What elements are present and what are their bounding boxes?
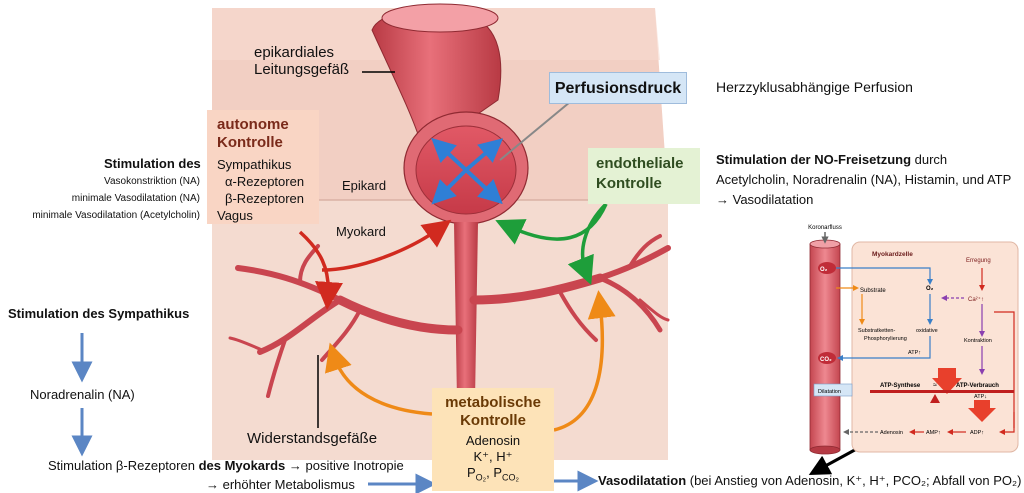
stim-line-2: minimale Vasodilatation (NA)	[71, 193, 200, 204]
myokard-label: Myokard	[336, 224, 386, 239]
beta-bold: des Myokards	[198, 458, 286, 473]
stimulation-list: Vasokonstriktion (NA) minimale Vasodilat…	[32, 173, 200, 224]
no-line-2: Acetylcholin, Noradrenalin (NA), Histami…	[716, 172, 1012, 187]
cycle-perfusion-label: Herzzyklusabhängige Perfusion	[716, 79, 913, 95]
stim-line-3: minimale Vasodilatation (Acetylcholin)	[32, 210, 200, 221]
endothelial-title-1: endotheliale	[596, 155, 684, 172]
inset-adenosin: Adenosin	[880, 430, 903, 436]
atp-synthesis-arrow	[932, 368, 962, 394]
autonomic-control-box: autonome Kontrolle Sympathikus α-Rezepto…	[207, 110, 319, 224]
p-sep: , P	[486, 465, 503, 480]
inset-o2-vessel: O₂	[820, 267, 828, 273]
inset-erregung: Erregung	[966, 258, 991, 264]
metabolic-control-box: metabolische Kontrolle Adenosin K⁺, H⁺ P…	[432, 388, 554, 491]
atp-consumption-arrow	[968, 400, 996, 422]
stim-line-1: Vasokonstriktion (NA)	[104, 176, 200, 187]
epicardial-label-line-1: epikardiales	[254, 44, 335, 61]
autonomic-title-1: autonome	[217, 116, 289, 133]
metabolic-arrows	[325, 290, 616, 432]
epicardial-label-line-2: Leitungsgefäß	[254, 61, 350, 78]
sympathikus-heading: Stimulation des Sympathikus	[8, 306, 190, 321]
inset-atp-up: ATP↑	[908, 350, 921, 356]
metabolic-line-pressures: PO₂, PCO₂	[440, 465, 546, 486]
o2-sub: O₂	[475, 472, 487, 483]
vasodilatation-line: Vasodilatation (bei Anstieg von Adenosin…	[598, 473, 1021, 489]
no-bold: Stimulation der NO-Freisetzung	[716, 152, 912, 167]
autonomic-arrows	[298, 219, 452, 310]
inset-co2: CO₂	[820, 357, 832, 363]
resistance-vessels-label: Widerstandsgefäße	[247, 430, 378, 447]
inset-kontraktion: Kontraktion	[964, 338, 992, 344]
vaso-bold: Vasodilatation	[598, 473, 687, 488]
autonomic-title-2: Kontrolle	[217, 134, 283, 151]
inset-amp: AMP↑	[926, 430, 941, 436]
epicardial-label: epikardiales Leitungsgefäß	[254, 44, 349, 78]
no-line-3: → Vasodilatation	[716, 192, 814, 207]
inset-o2-cell: O₂	[926, 286, 934, 292]
metabolic-title-2: Kontrolle	[460, 412, 526, 429]
inset-approx: ≈	[933, 382, 937, 389]
inset-adp: ADP↑	[970, 430, 984, 436]
autonomic-line-sympathikus: Sympathikus	[217, 157, 292, 172]
inset-atp-verbrauch: ATP-Verbrauch	[956, 383, 999, 389]
inset-substrate: Substrate	[860, 288, 886, 294]
myocyte-inset: Koronarfluss Myokardzelle Erregung O₂ O₂…	[808, 225, 1019, 455]
perfusion-pressure-box: Perfusionsdruck	[549, 72, 687, 104]
pressure-arrows	[431, 101, 571, 205]
autonomic-line-alpha: α-Rezeptoren	[225, 174, 305, 189]
inset-ca: Ca²⁺↑	[968, 296, 984, 303]
no-release-block: Stimulation der NO-Freisetzung durch Ace…	[716, 150, 1011, 210]
inset-koronarfluss: Koronarfluss	[808, 225, 842, 231]
inset-atp-down: ATP↓	[974, 394, 987, 400]
inset-myokardzelle: Myokardzelle	[872, 251, 913, 258]
vaso-rest: (bei Anstieg von Adenosin, K⁺, H⁺, PCO₂;…	[686, 473, 1022, 488]
coronary-tube	[809, 243, 841, 451]
p-symbol: P	[466, 465, 476, 480]
endothelial-arrows	[495, 202, 608, 286]
endothelial-control-box: endotheliale Kontrolle	[588, 148, 700, 204]
no-line-1: Stimulation der NO-Freisetzung durch	[716, 150, 1011, 170]
no-rest: durch	[911, 152, 948, 167]
metabolism-line: → erhöhter Metabolismus	[206, 477, 355, 492]
beta-pre: Stimulation β-Rezeptoren	[48, 458, 199, 473]
metabolic-title-1: metabolische	[445, 394, 541, 411]
endothelial-title-2: Kontrolle	[596, 175, 662, 192]
beta-receptor-line: Stimulation β-Rezeptoren des Myokards → …	[48, 458, 404, 473]
inset-atp-synthese: ATP-Synthese	[880, 383, 921, 389]
inset-phos-1: Substratketten-	[858, 328, 895, 334]
noradrenalin-label: Noradrenalin (NA)	[30, 387, 135, 402]
metabolic-line-adenosin: Adenosin	[465, 433, 521, 448]
autonomic-line-beta: β-Rezeptoren	[225, 191, 305, 206]
inset-dilatation: Dilatation	[818, 389, 841, 395]
stimulation-title: Stimulation des	[104, 156, 201, 171]
inset-phos-2: Phosphorylierung	[864, 336, 907, 342]
metabolic-line-ions: K⁺, H⁺	[473, 449, 513, 464]
inset-oxid: oxidative	[916, 328, 938, 334]
co2-sub: CO₂	[502, 472, 520, 483]
beta-post: → positive Inotropie	[285, 458, 404, 473]
myocyte-cell	[851, 241, 1019, 453]
epikard-label: Epikard	[342, 178, 387, 193]
autonomic-line-vagus: Vagus	[217, 208, 253, 223]
